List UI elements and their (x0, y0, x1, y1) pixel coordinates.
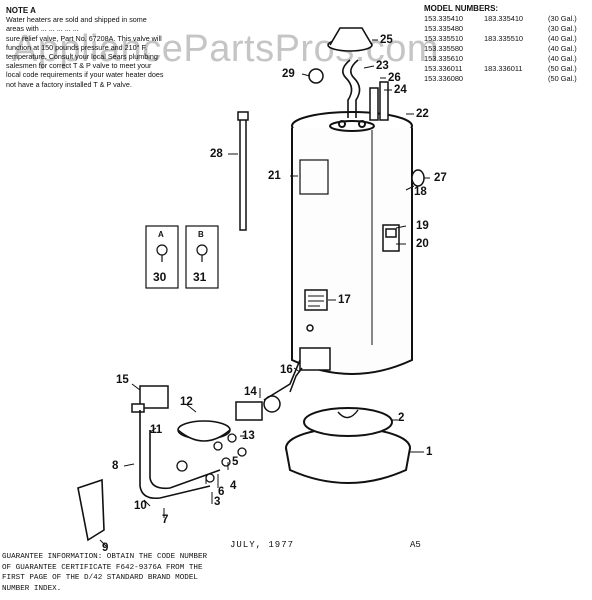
callout-13: 13 (242, 430, 255, 442)
note-line: sure relief valve, Part No. 67208A. This… (6, 33, 162, 43)
note-line: salesmen for correct T & P valve to meet… (6, 61, 152, 71)
note-line: function at 150 pounds pressure and 210°… (6, 42, 148, 52)
callout-6: 6 (218, 486, 225, 498)
flue-baffle (327, 27, 373, 118)
model-number-alt: 183.335410 (484, 14, 524, 23)
thermostat (382, 224, 400, 252)
callout-24: 24 (394, 84, 407, 96)
leader-lines (99, 39, 430, 547)
model-row: 153.335480 (30 Gal.) (424, 24, 590, 34)
model-row: 153.336080 (50 Gal.) (424, 74, 590, 84)
callout-9: 9 (102, 542, 109, 554)
callout-8: 8 (112, 460, 119, 472)
model-number: 153.336080 (424, 74, 464, 83)
callout-19: 19 (416, 220, 429, 232)
callout-12: 12 (180, 396, 193, 408)
model-number: 153.335580 (424, 44, 464, 53)
kit-boxes (145, 225, 219, 289)
callout-11: 11 (150, 424, 163, 436)
kit-a-label: A (158, 230, 164, 239)
note-line: Water heaters are sold and shipped in so… (6, 15, 147, 25)
model-capacity: (50 Gal.) (548, 74, 577, 83)
anode-rod (237, 111, 249, 231)
note-block: NOTE A Water heaters are sold and shippe… (6, 6, 276, 89)
callout-28: 28 (210, 148, 223, 160)
callout-17: 17 (338, 294, 351, 306)
callout-2: 2 (398, 412, 405, 424)
callout-16: 16 (280, 364, 293, 376)
model-numbers-title: MODEL NUMBERS: (424, 4, 499, 13)
callout-27: 27 (434, 172, 447, 184)
model-row: 153.336011 183.336011 (50 Gal.) (424, 64, 590, 74)
guarantee-line: OF GUARANTEE CERTIFICATE F642-9376A FROM… (2, 563, 203, 572)
model-number-alt: 183.335510 (484, 34, 524, 43)
burner-base (285, 407, 411, 484)
model-row: 153.335410 183.335410 (30 Gal.) (424, 14, 590, 24)
model-capacity: (40 Gal.) (548, 44, 577, 53)
callout-20: 20 (416, 238, 429, 250)
relief-fitting (308, 68, 425, 187)
callout-4: 4 (230, 480, 237, 492)
callout-5: 5 (232, 456, 239, 468)
page-code: A5 (410, 540, 421, 550)
model-capacity: (40 Gal.) (548, 34, 577, 43)
guarantee-line: GUARANTEE INFORMATION: OBTAIN THE CODE N… (2, 553, 208, 561)
callout-29: 29 (282, 68, 295, 80)
callout-1: 1 (426, 446, 433, 458)
gas-control-valve (131, 385, 169, 413)
callout-14: 14 (244, 386, 257, 398)
callout-15: 15 (116, 374, 129, 386)
burner-and-pilot (177, 367, 303, 442)
dip-tube-nipples (369, 81, 389, 121)
kit-b-number: 31 (193, 270, 207, 284)
access-opening (299, 324, 331, 371)
model-capacity: (40 Gal.) (548, 54, 577, 63)
note-title: NOTE A (6, 6, 36, 15)
guarantee-line: FIRST PAGE OF THE D/42 STANDARD BRAND MO… (2, 574, 198, 582)
callout-23: 23 (376, 60, 389, 72)
note-line: not have a factory installed T & P valve… (6, 79, 132, 89)
kit-b-label: B (198, 230, 204, 239)
model-number: 153.335610 (424, 54, 464, 63)
kit-a-number: 30 (153, 270, 167, 284)
pilot-tubing (139, 359, 301, 500)
model-number: 153.336011 (424, 64, 463, 73)
model-row: 153.335610 (40 Gal.) (424, 54, 590, 64)
model-numbers-table: MODEL NUMBERS: 153.335410 183.335410 (30 G… (424, 4, 590, 84)
note-line: local code requirements if your water he… (6, 70, 164, 80)
model-number: 153.335410 (424, 14, 464, 23)
guarantee-line: NUMBER INDEX. (2, 584, 62, 593)
model-number: 153.335480 (424, 24, 464, 33)
callout-10: 10 (134, 500, 147, 512)
model-row: 153.335580 (40 Gal.) (424, 44, 590, 54)
publish-date: JULY, 1977 (230, 540, 295, 550)
guarantee-info: GUARANTEE INFORMATION: OBTAIN THE CODE N… (2, 552, 422, 594)
note-line: temperature. Consult your local Sears pl… (6, 52, 158, 62)
model-capacity: (30 Gal.) (548, 14, 577, 23)
model-number: 153.335510 (424, 34, 464, 43)
model-number-alt: 183.336011 (484, 64, 523, 73)
callout-18: 18 (414, 186, 427, 198)
model-capacity: (50 Gal.) (548, 64, 577, 73)
callout-25: 25 (380, 34, 393, 46)
outer-door (77, 478, 105, 542)
callout-3: 3 (214, 496, 221, 508)
model-capacity: (30 Gal.) (548, 24, 577, 33)
callout-22: 22 (416, 108, 429, 120)
note-line: areas with ... ... ... ... ... (6, 24, 79, 34)
model-row: 153.335510 183.335510 (40 Gal.) (424, 34, 590, 44)
rating-plate (304, 289, 328, 311)
callout-7: 7 (162, 514, 169, 526)
callout-26: 26 (388, 72, 401, 84)
callout-21: 21 (268, 170, 281, 182)
